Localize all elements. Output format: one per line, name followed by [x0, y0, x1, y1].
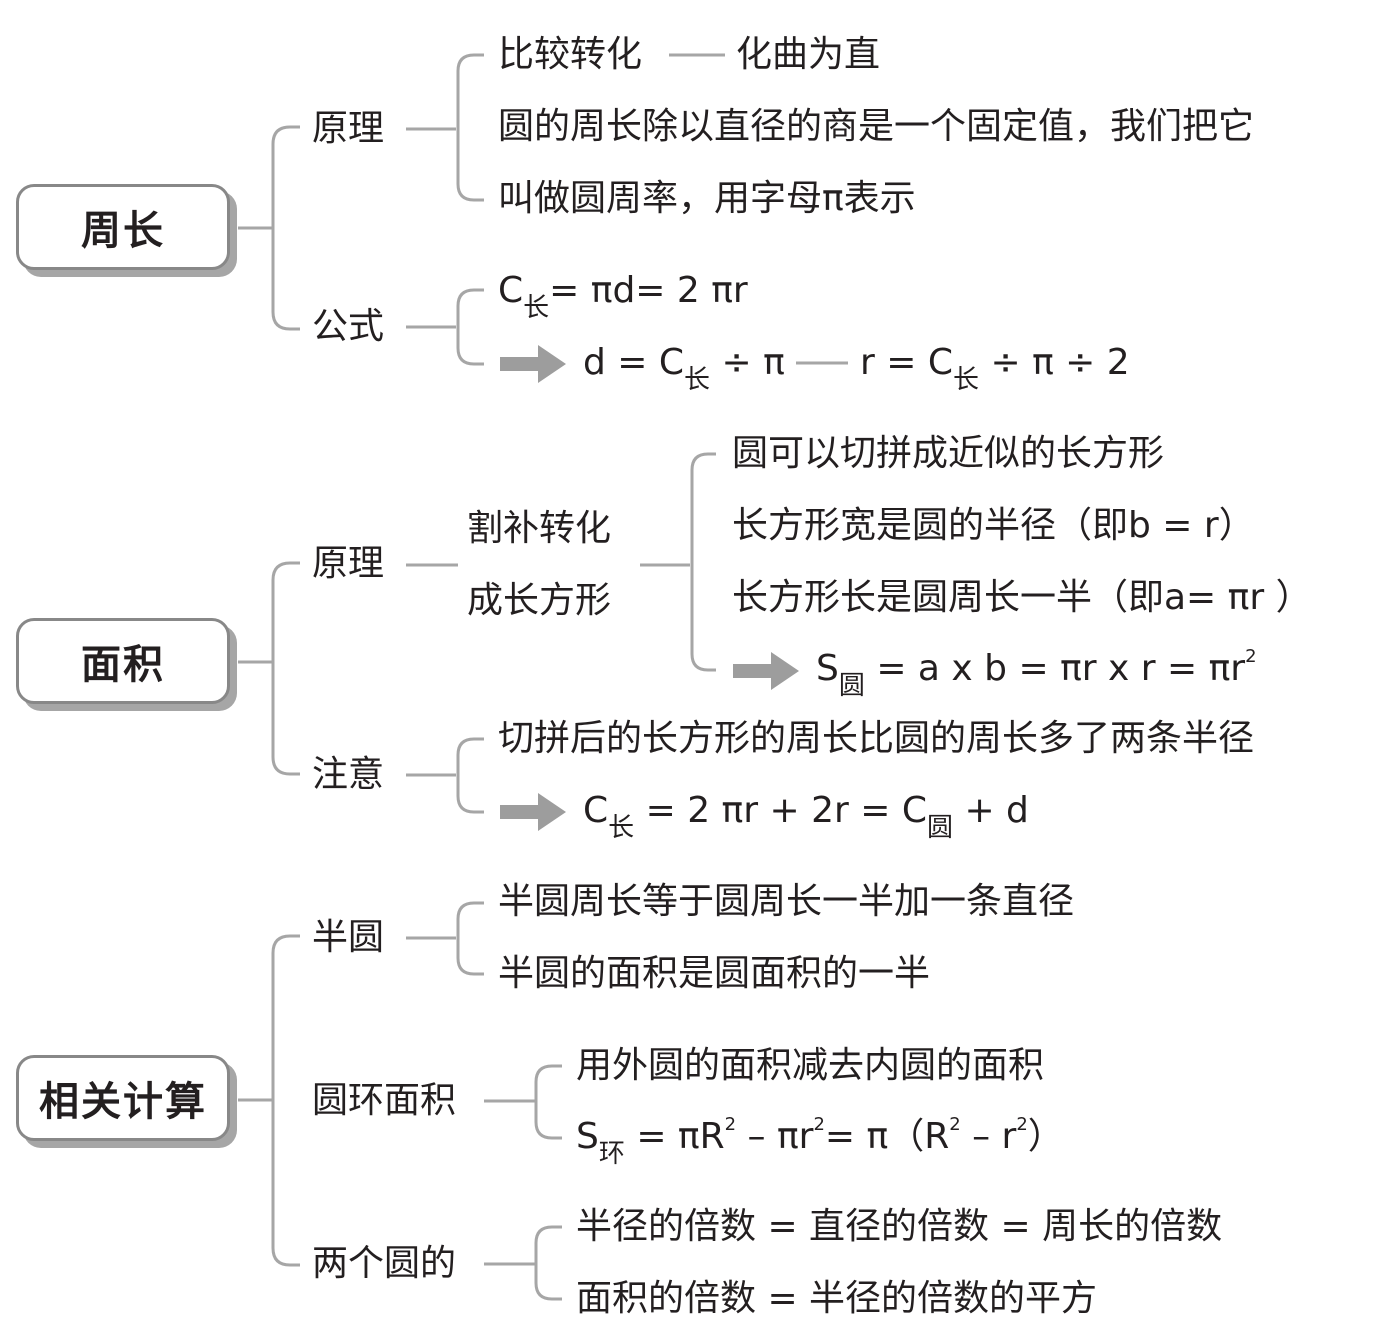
banyuan-label: 半圆	[312, 917, 385, 958]
zhouchang-yuanli-line1b: 化曲为直	[736, 34, 881, 75]
banyuan-line2: 半圆的面积是圆面积的一半	[498, 953, 931, 994]
banyuan-line1: 半圆周长等于圆周长一半加一条直径	[498, 881, 1075, 922]
right-arrow-icon	[500, 345, 566, 383]
rect-perimeter-formula: C长 = 2 πr + 2r = C圆 + d	[583, 790, 1029, 843]
mianji-zhuyi-label: 注意	[312, 754, 385, 795]
mianji-zhuyi-line1: 切拼后的长方形的周长比圆的周长多了两条半径	[498, 718, 1255, 759]
mianji-yuanli-r1: 圆可以切拼成近似的长方形	[732, 433, 1165, 474]
ring-area-formula: S环 = πR2 – πr2= π（R2 – r2）	[576, 1114, 1064, 1169]
liangge-label: 两个圆的	[312, 1243, 457, 1284]
zhouchang-yuanli-label: 原理	[312, 108, 385, 149]
zhouchang-title-box: 周长	[16, 184, 230, 270]
liangge-line1: 半径的倍数 = 直径的倍数 = 周长的倍数	[576, 1206, 1223, 1247]
zhouchang-gongshi-label: 公式	[312, 306, 385, 347]
xiangguan-title-box: 相关计算	[16, 1055, 230, 1141]
mianji-title-box: 面积	[16, 618, 230, 704]
mianji-yuanli-mid1: 割补转化	[467, 508, 612, 549]
yuanhuan-line1: 用外圆的面积减去内圆的面积	[576, 1045, 1045, 1086]
zhouchang-yuanli-line1a: 比较转化	[498, 34, 643, 75]
radius-formula: r = C长 ÷ π ÷ 2	[860, 342, 1130, 395]
xiangguan-title: 相关计算	[39, 1079, 207, 1125]
right-arrow-icon	[733, 652, 799, 690]
diameter-formula: d = C长 ÷ π	[583, 342, 785, 395]
mianji-yuanli-r2: 长方形宽是圆的半径（即b = r）	[732, 505, 1255, 546]
area-formula: S圆 = a x b = πr x r = πr2	[816, 646, 1257, 701]
circumference-formula: C长= πd= 2 πr	[498, 270, 748, 323]
mianji-yuanli-mid2: 成长方形	[467, 580, 612, 621]
zhouchang-yuanli-line2: 圆的周长除以直径的商是一个固定值，我们把它	[498, 106, 1255, 147]
zhouchang-title: 周长	[81, 208, 165, 254]
mianji-yuanli-label: 原理	[312, 543, 385, 584]
right-arrow-icon	[500, 793, 566, 831]
zhouchang-yuanli-line3: 叫做圆周率，用字母π表示	[498, 178, 916, 219]
mianji-yuanli-r3: 长方形长是圆周长一半（即a= πr ）	[732, 577, 1312, 618]
liangge-line2: 面积的倍数 = 半径的倍数的平方	[576, 1278, 1098, 1319]
yuanhuan-label: 圆环面积	[312, 1080, 457, 1121]
mianji-title: 面积	[81, 642, 165, 688]
